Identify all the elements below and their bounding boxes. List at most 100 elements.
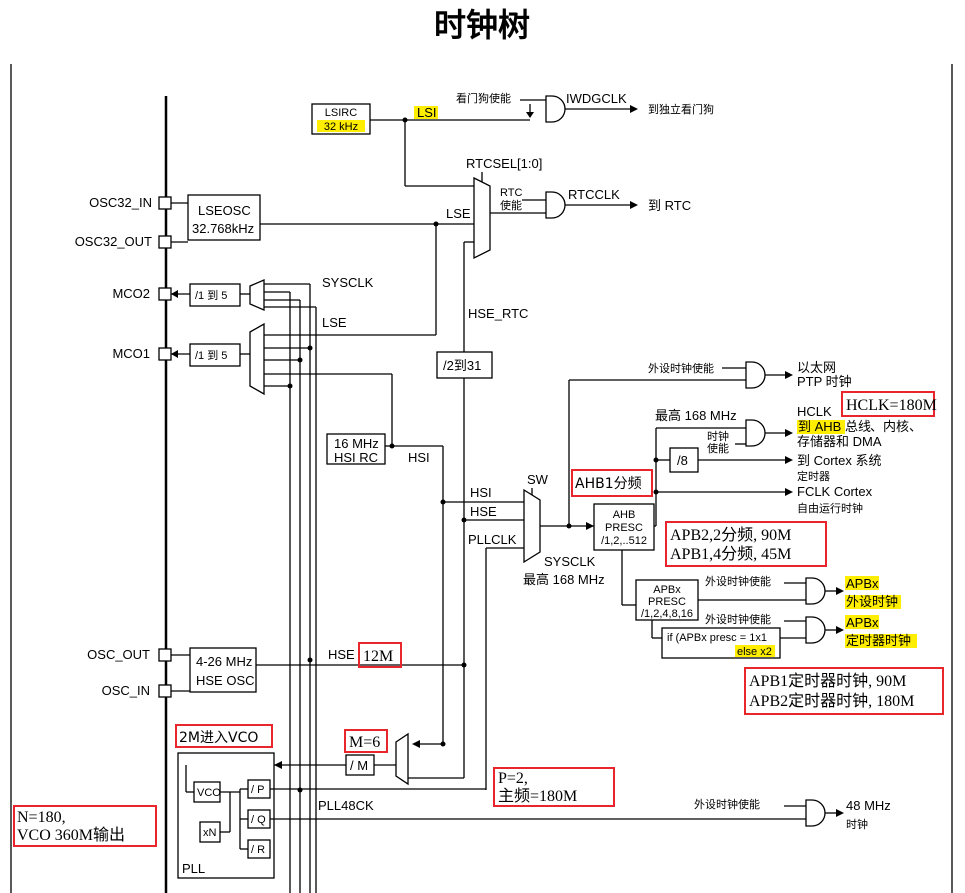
svg-text:APB2,2分频, 90M: APB2,2分频, 90M	[670, 526, 791, 544]
pin-osc32-in: OSC32_IN	[89, 195, 172, 210]
annotation-ahb1: AHB1分频	[571, 469, 653, 497]
svg-text:if (APBx presc = 1x1: if (APBx presc = 1x1	[667, 632, 767, 644]
iwdg-and-gate	[545, 95, 566, 123]
sysclk-max-label: 最高 168 MHz	[523, 572, 605, 587]
pll48ck-label: PLL48CK	[318, 798, 374, 813]
to-cortex-label: 到 Cortex 系统	[797, 453, 882, 468]
svg-text:APBx: APBx	[653, 584, 681, 596]
hclk-label: HCLK	[797, 404, 832, 419]
hse-label: HSE	[328, 647, 355, 662]
svg-text:使能: 使能	[500, 198, 522, 212]
hse-rtc-label: HSE_RTC	[468, 306, 528, 321]
svg-text:/ M: / M	[350, 758, 368, 773]
mco1-mux	[249, 322, 265, 396]
annotation-apb: APB2,2分频, 90M APB1,4分频, 45M	[665, 521, 827, 567]
lsirc-freq: 32 kHz	[324, 121, 358, 133]
annotation-n180: N=180, VCO 360M输出	[13, 805, 157, 847]
to-iwdg-label: 到独立看门狗	[648, 102, 714, 116]
hsirc-block	[326, 433, 386, 465]
pll-src-mux	[395, 732, 409, 786]
hsirc-label: HSI RC	[334, 450, 378, 465]
svg-text:/1 到 5: /1 到 5	[195, 349, 227, 362]
svg-text:OSC32_OUT: OSC32_OUT	[75, 234, 152, 249]
sw-hsi-label: HSI	[470, 485, 492, 500]
hsirc-freq: 16 MHz	[334, 436, 379, 451]
svg-text:时钟: 时钟	[846, 817, 868, 831]
svg-text:PLL: PLL	[182, 861, 205, 876]
rtcsel-label: RTCSEL[1:0]	[466, 156, 542, 171]
svg-text:/ Q: / Q	[251, 814, 266, 826]
svg-text:存储器和 DMA: 存储器和 DMA	[797, 434, 882, 449]
wdg-enable-label: 看门狗使能	[456, 91, 511, 105]
mco2-mux	[249, 279, 265, 311]
svg-text:/1,2,4,8,16: /1,2,4,8,16	[641, 608, 693, 620]
svg-text:定时器: 定时器	[797, 469, 830, 483]
to-rtc-label: 到 RTC	[648, 198, 691, 213]
svg-text:xN: xN	[203, 827, 217, 839]
tim-enable-label: 外设时钟使能	[705, 612, 771, 626]
to-ahb-label: 到 AHB 总线	[798, 419, 871, 434]
svg-text:PTP 时钟: PTP 时钟	[797, 374, 852, 389]
48mhz-and-gate	[805, 799, 826, 827]
svg-text:/2到31: /2到31	[443, 358, 481, 373]
svg-text:OSC32_IN: OSC32_IN	[89, 195, 152, 210]
lsirc-label: LSIRC	[325, 107, 357, 119]
annotation-m6: M=6	[344, 729, 388, 753]
page-title: 时钟树	[434, 6, 530, 44]
rtcclk-label: RTCCLK	[568, 187, 620, 202]
svg-text:2M进入VCO: 2M进入VCO	[179, 730, 258, 746]
sysclk-label: SYSCLK	[544, 554, 596, 569]
annotation-vco-2m: 2M进入VCO	[175, 724, 273, 748]
svg-text:/ R: / R	[251, 844, 265, 856]
eth-enable-label: 外设时钟使能	[648, 361, 714, 375]
mco1-prescaler	[189, 343, 241, 367]
rtc-mux	[473, 176, 491, 260]
sw-label: SW	[527, 472, 549, 487]
svg-text:VCO: VCO	[197, 787, 221, 799]
svg-text:定时器时钟: 定时器时钟	[846, 633, 911, 648]
fclk-label: FCLK Cortex	[797, 484, 873, 499]
annotation-hse-12m: 12M	[358, 642, 402, 668]
usb-enable-label: 外设时钟使能	[694, 797, 760, 811]
svg-text:PRESC: PRESC	[648, 596, 686, 608]
annotation-timer: APB1定时器时钟, 90M APB2定时器时钟, 180M	[744, 667, 944, 715]
sw-hse-label: HSE	[470, 504, 497, 519]
lsi-label: LSI	[417, 105, 437, 120]
annotation-p2: P=2, 主频=180M	[493, 767, 615, 807]
svg-text:主频=180M: 主频=180M	[498, 787, 577, 805]
apbx-and-gate	[805, 577, 826, 605]
svg-text:、内核、: 、内核、	[870, 419, 922, 434]
svg-text:APB2定时器时钟, 180M: APB2定时器时钟, 180M	[749, 692, 914, 710]
apbx-prescaler	[635, 579, 699, 621]
iwdgclk-label: IWDGCLK	[566, 91, 627, 106]
svg-text:AHB1分频: AHB1分频	[575, 476, 642, 492]
pllclk-label: PLLCLK	[468, 532, 517, 547]
svg-text:M=6: M=6	[349, 734, 380, 751]
mco2-prescaler	[189, 283, 241, 307]
hseosc-freq: 4-26 MHz	[196, 654, 252, 669]
pin-osc-in: OSC_IN	[102, 683, 150, 698]
apb-enable-label: 外设时钟使能	[705, 574, 771, 588]
svg-text:/8: /8	[677, 453, 688, 468]
svg-text:VCO 360M输出: VCO 360M输出	[17, 826, 125, 844]
apbx-timer-label: APBx	[846, 615, 879, 630]
sw-mux	[523, 488, 541, 564]
clk-enable-label: 时钟	[707, 429, 729, 443]
hsi-label: HSI	[408, 450, 430, 465]
svg-text:APB1定时器时钟, 90M: APB1定时器时钟, 90M	[749, 672, 906, 690]
svg-text:/1 到 5: /1 到 5	[195, 289, 227, 302]
svg-text:/1,2,..512: /1,2,..512	[601, 535, 647, 547]
pin-mco1: MCO1	[112, 346, 150, 361]
svg-text:APB1,4分频, 45M: APB1,4分频, 45M	[670, 545, 791, 563]
svg-text:外设时钟: 外设时钟	[846, 594, 898, 609]
div2to31-block	[436, 351, 493, 379]
svg-text:HCLK=180M: HCLK=180M	[846, 397, 937, 414]
svg-text:P=2,: P=2,	[498, 770, 528, 787]
hseosc-block	[189, 647, 257, 693]
lse-label: LSE	[446, 206, 471, 221]
annotation-hclk: HCLK=180M	[841, 391, 937, 417]
apbx-periph-label: APBx	[846, 576, 879, 591]
svg-text:12M: 12M	[363, 648, 393, 665]
